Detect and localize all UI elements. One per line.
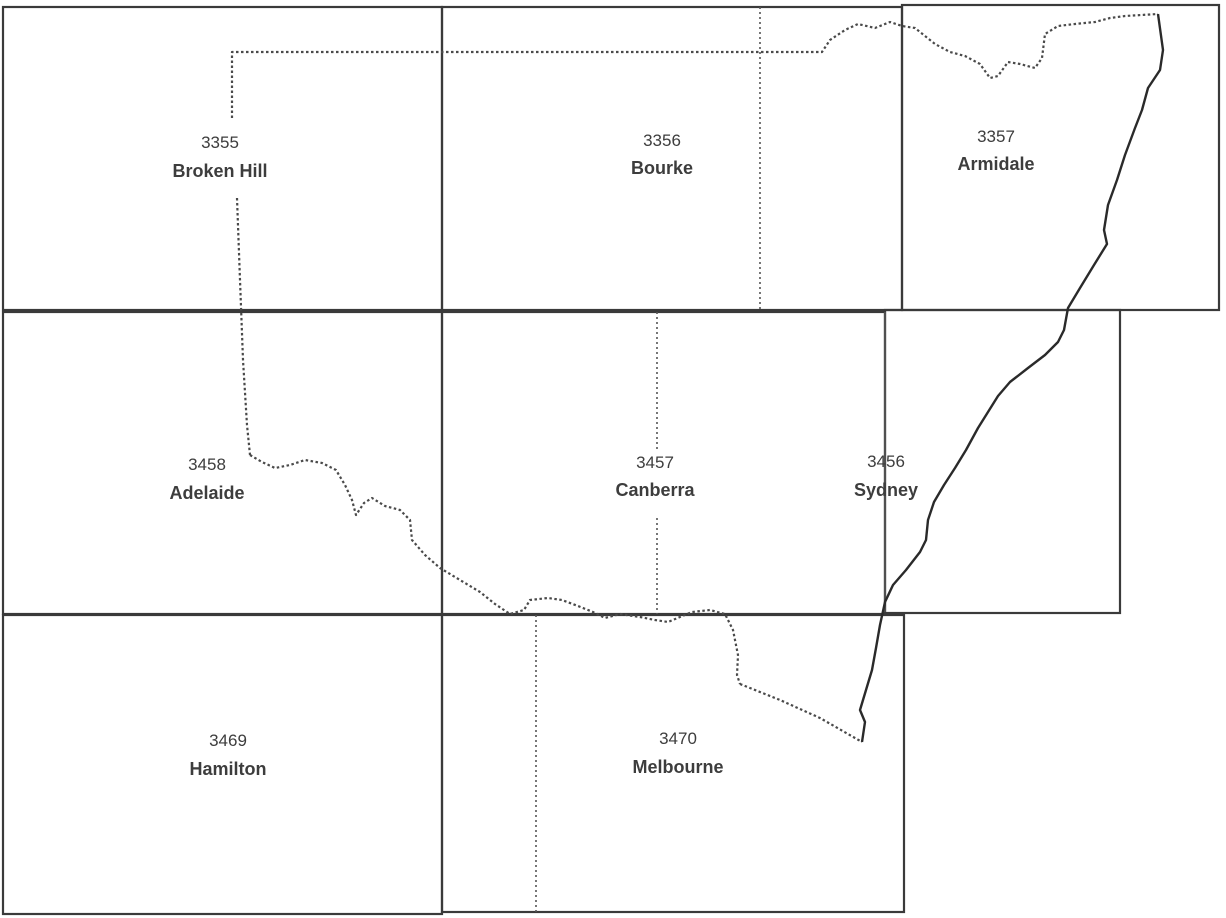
sheet-name: Broken Hill <box>172 161 267 181</box>
sheet-number: 3457 <box>636 453 674 472</box>
state-border-murray <box>249 454 742 685</box>
sheet-number: 3355 <box>201 133 239 152</box>
state-border-southeast <box>739 682 863 743</box>
sheet-name: Melbourne <box>632 757 723 777</box>
state-border <box>230 12 1159 743</box>
coastline-path <box>858 13 1165 743</box>
sheet-number: 3357 <box>977 127 1015 146</box>
sheet-frame-3456[interactable] <box>883 308 1122 615</box>
sheet-frame-3357[interactable] <box>900 3 1221 312</box>
coastline <box>858 13 1165 743</box>
sheet-label-3456: 3456 Sydney <box>854 452 918 500</box>
sheet-name: Armidale <box>957 154 1034 174</box>
sheet-name: Bourke <box>631 158 693 178</box>
sheet-number: 3356 <box>643 131 681 150</box>
sheet-label-3357: 3357 Armidale <box>957 127 1034 174</box>
sheet-number: 3456 <box>867 452 905 471</box>
sheet-label-3469: 3469 Hamilton <box>189 731 266 779</box>
sheet-number: 3458 <box>188 455 226 474</box>
sheet-label-3356: 3356 Bourke <box>631 131 693 178</box>
sheet-label-3458: 3458 Adelaide <box>169 455 244 503</box>
sheet-number: 3469 <box>209 731 247 750</box>
sheet-name: Sydney <box>854 480 918 500</box>
sheet-name: Hamilton <box>189 759 266 779</box>
sheet-label-3470: 3470 Melbourne <box>632 729 723 777</box>
sheet-frames <box>1 3 1221 916</box>
sheet-label-3457: 3457 Canberra <box>615 453 695 500</box>
sheet-dividers <box>535 7 886 912</box>
sheet-name: Adelaide <box>169 483 244 503</box>
state-border-north <box>230 12 1159 118</box>
sheet-frame-3470[interactable] <box>440 613 906 914</box>
sheet-number: 3470 <box>659 729 697 748</box>
sheet-label-3355: 3355 Broken Hill <box>172 133 267 181</box>
state-border-west <box>235 197 252 456</box>
sheet-name: Canberra <box>615 480 695 500</box>
sheet-labels: 3355 Broken Hill 3356 Bourke 3357 Armida… <box>169 127 1034 779</box>
